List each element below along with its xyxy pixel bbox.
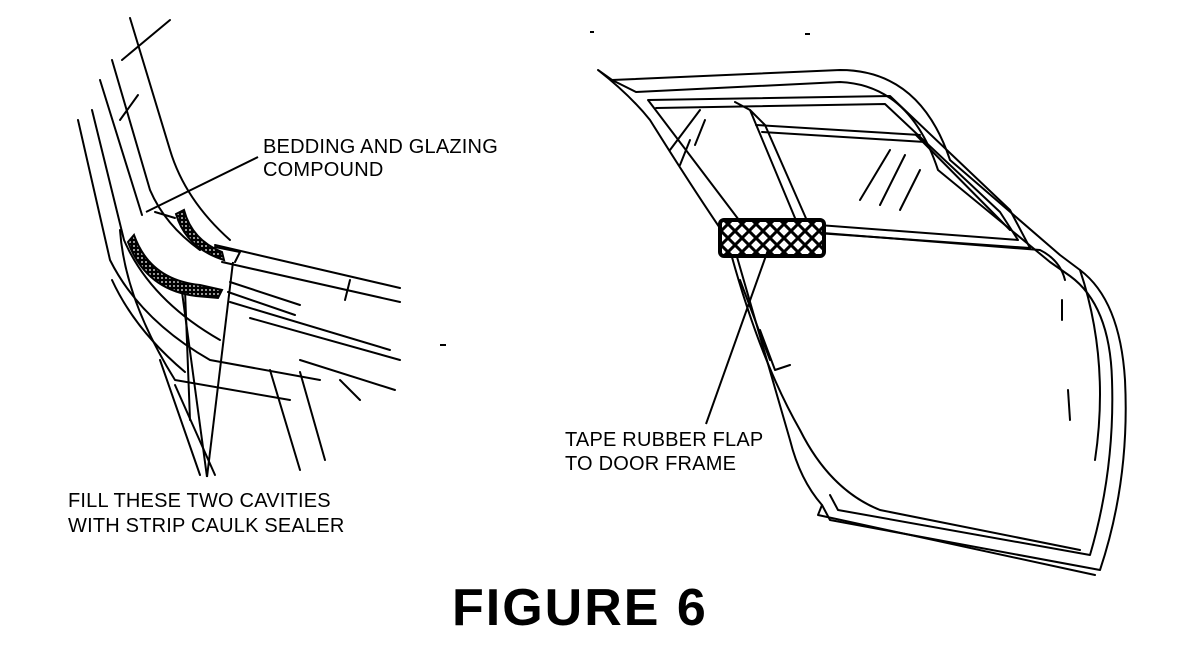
caulk-cavity-lower — [126, 233, 224, 300]
label-bedding-line2: COMPOUND — [263, 159, 384, 181]
label-fill-line1: FILL THESE TWO CAVITIES — [68, 490, 331, 512]
caulk-cavity-upper — [174, 208, 226, 262]
figure-title: FIGURE 6 — [452, 579, 708, 637]
rubber-flap — [718, 218, 826, 258]
label-bedding-line1: BEDDING AND GLAZING — [263, 136, 498, 158]
label-tape-line2: TO DOOR FRAME — [565, 453, 737, 475]
label-tape-line1: TAPE RUBBER FLAP — [565, 429, 764, 451]
label-fill-line2: WITH STRIP CAULK SEALER — [68, 515, 345, 537]
